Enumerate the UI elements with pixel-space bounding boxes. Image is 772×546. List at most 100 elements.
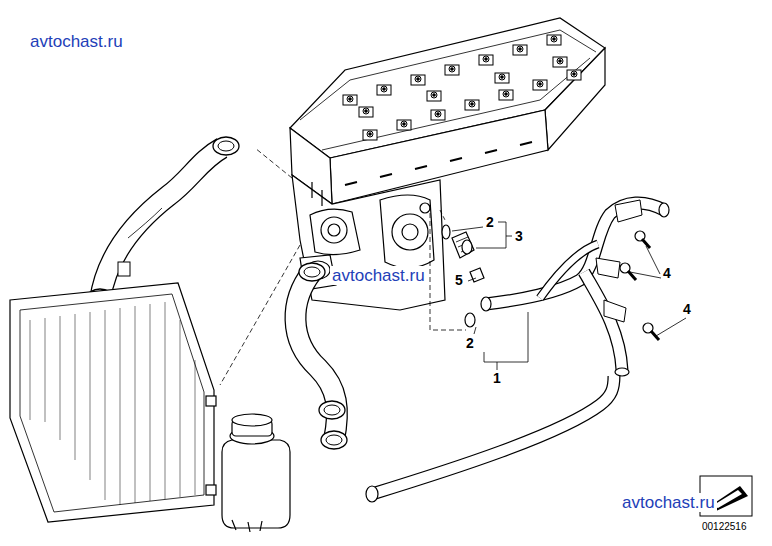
small-parts-part [465, 313, 475, 327]
expansion-tank [222, 414, 290, 532]
leader-lines-part [506, 236, 512, 237]
cylinder-head-part [533, 80, 547, 90]
leader-lines-part [452, 227, 483, 231]
lower-engine-hose-part [299, 263, 325, 281]
radiator-part [206, 485, 216, 495]
hose-assembly-part [584, 272, 622, 370]
hose-assembly-part [584, 272, 622, 370]
small-parts-part [462, 240, 472, 254]
hose-assembly-part [481, 297, 491, 311]
upper-radiator-hose-part [100, 148, 222, 300]
return-hose-part [366, 486, 378, 502]
engine-block-part [402, 224, 418, 240]
cylinder-head-part [547, 35, 561, 45]
engine-block-part [420, 203, 430, 213]
return-hose [366, 376, 614, 502]
leader-lines-part [646, 246, 660, 274]
cylinder-head-part [377, 85, 391, 95]
lower-engine-hose-part [319, 401, 345, 419]
cylinder-head-part [359, 107, 373, 117]
cylinder-head-part [431, 110, 445, 120]
leader-lines [220, 148, 686, 385]
upper-radiator-hose-part [100, 148, 222, 300]
hose-assembly-part [615, 200, 642, 222]
engine-block-part [312, 182, 322, 206]
small-parts-part [442, 225, 450, 239]
engine-block [292, 175, 445, 310]
cylinder-head-part [545, 48, 605, 150]
callout-number: 2 [465, 336, 475, 350]
small-parts [442, 225, 659, 340]
callout-number: 4 [662, 266, 672, 280]
watermark: avtochast.ru [28, 32, 125, 51]
expansion-tank-part [232, 414, 272, 426]
engine-block-part [328, 224, 340, 236]
lower-engine-hose [295, 263, 347, 449]
return-hose-part [372, 376, 614, 494]
small-parts-part [452, 232, 474, 258]
radiator-part [206, 396, 216, 406]
cylinder-head-part [363, 130, 377, 140]
cylinder-head-part [343, 95, 357, 105]
hose-assembly-part [540, 244, 598, 298]
cylinder-head-part [499, 90, 513, 100]
cylinder-head-part [300, 30, 596, 120]
callout-number: 3 [514, 229, 524, 243]
cylinder-head-part [479, 55, 493, 65]
radiator-part [30, 302, 195, 505]
leader-lines-part [255, 148, 292, 178]
engine-block-part [321, 217, 347, 243]
radiator [10, 283, 216, 522]
cylinder-head-part [567, 70, 581, 80]
lower-engine-hose-part [321, 431, 347, 449]
expansion-tank-part [232, 520, 262, 532]
engine-block-part [392, 214, 428, 250]
hose-assembly-part [659, 203, 669, 217]
callout-number: 4 [682, 302, 692, 316]
cylinder-head-part [465, 100, 479, 110]
hose-assembly-part [486, 203, 664, 304]
engine-block-part [380, 195, 434, 268]
return-hose-part [372, 376, 614, 494]
leader-lines-part [220, 245, 300, 385]
hose-assembly-part [540, 244, 598, 298]
hose-assembly [481, 200, 669, 376]
callout-number: 2 [485, 215, 495, 229]
callout-number: 5 [454, 273, 464, 287]
cylinder-head-part [427, 91, 441, 101]
engine-block-part [310, 209, 360, 254]
cylinder-head-part [397, 120, 411, 130]
leader-lines-part [474, 327, 476, 334]
leader-lines-part [630, 272, 661, 278]
leader-lines-part [497, 362, 498, 370]
hose-assembly-part [615, 368, 629, 376]
radiator-part [10, 283, 214, 522]
upper-radiator-hose-part [118, 262, 130, 276]
cylinder-head-part [445, 65, 459, 75]
upper-radiator-hose-part [213, 137, 239, 155]
hose-assembly-part [486, 203, 664, 304]
cylinder-head-part [411, 75, 425, 85]
hose-assembly-part [604, 300, 626, 322]
leader-lines-part [468, 278, 476, 281]
leader-lines-part [484, 312, 528, 362]
cylinder-head-part [513, 45, 527, 55]
leader-lines-part [430, 205, 466, 330]
callout-number: 1 [492, 371, 502, 385]
cylinder-head-part [345, 142, 532, 185]
watermark: avtochast.ru [330, 266, 427, 285]
cylinder-head-part [322, 58, 590, 150]
leader-lines-part [440, 210, 446, 222]
upper-radiator-hose [87, 137, 239, 307]
leader-lines-part [656, 318, 686, 336]
watermark: avtochast.ru [620, 493, 717, 512]
diagram-number: 00122516 [702, 522, 747, 532]
small-parts-part [651, 331, 659, 340]
radiator-part [20, 294, 204, 512]
engine-block-part [292, 175, 445, 310]
upper-radiator-hose-part [128, 208, 162, 238]
cylinder-head-part [495, 73, 509, 83]
cylinder-head-part [553, 57, 567, 67]
